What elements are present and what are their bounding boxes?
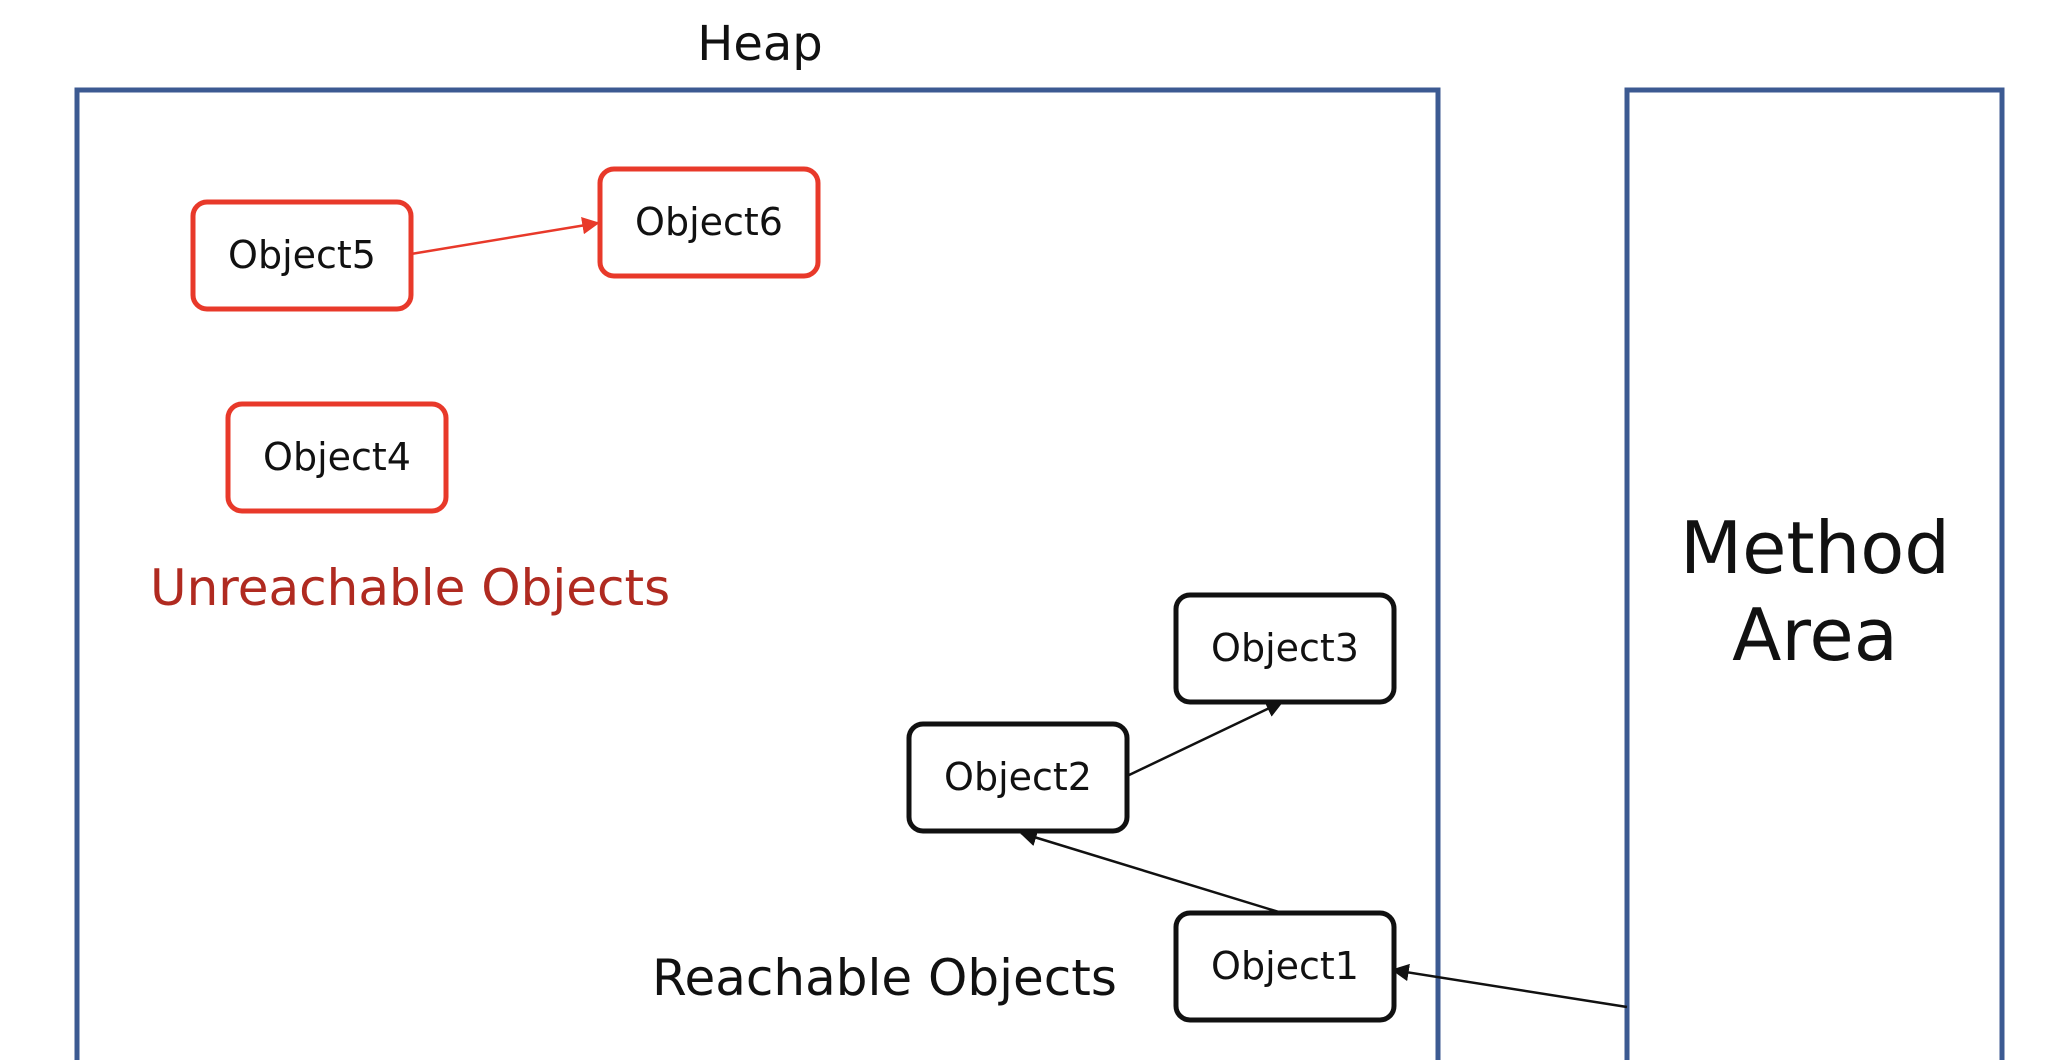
object1-box xyxy=(1173,910,1397,1023)
object5-node: Object5 xyxy=(190,199,414,312)
object5-box xyxy=(190,199,414,312)
object4-box xyxy=(225,401,449,514)
object4-node: Object4 xyxy=(225,401,449,514)
method-area-title-line2: Area xyxy=(1732,593,1898,677)
object5-label: Object5 xyxy=(228,233,376,277)
object2-node: Object2 xyxy=(906,721,1130,834)
heap-region xyxy=(74,87,1441,1060)
edge-object2-to-object3 xyxy=(1126,700,1284,778)
object3-box xyxy=(1173,592,1397,705)
unreachable-objects-label: Unreachable Objects xyxy=(150,559,670,617)
method-area-title-line1: Method xyxy=(1680,506,1950,590)
object3-label: Object3 xyxy=(1211,626,1359,670)
object3-node: Object3 xyxy=(1173,592,1397,705)
object6-node: Object6 xyxy=(597,166,821,279)
object4-label: Object4 xyxy=(263,435,411,479)
object1-label: Object1 xyxy=(1211,944,1359,988)
method-area-region xyxy=(1624,87,2005,1060)
edge-method-area-to-object1 xyxy=(1391,963,1628,1009)
object1-node: Object1 xyxy=(1173,910,1397,1023)
edge-object5-to-object6 xyxy=(410,216,600,256)
object2-label: Object2 xyxy=(944,755,1092,799)
edge-object1-to-object2 xyxy=(1019,829,1283,915)
heap-title: Heap xyxy=(697,16,823,72)
object2-box xyxy=(906,721,1130,834)
reachable-objects-label: Reachable Objects xyxy=(652,949,1117,1007)
object6-box xyxy=(597,166,821,279)
object6-label: Object6 xyxy=(635,200,783,244)
